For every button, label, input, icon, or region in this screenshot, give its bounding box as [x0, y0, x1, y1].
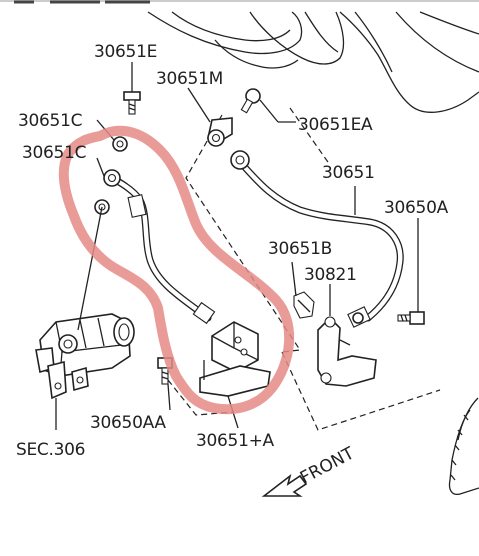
- front-label: FRONT: [297, 443, 358, 488]
- label-30651EA: 30651EA: [298, 115, 373, 135]
- label-sec306: SEC.306: [16, 440, 85, 460]
- label-30821: 30821: [304, 265, 357, 285]
- top-crop-artifacts: [0, 0, 479, 4]
- bracket-30651M: [207, 117, 250, 170]
- pipe-fittings: [127, 194, 371, 328]
- bracket-30821: [317, 316, 377, 387]
- front-arrow-icon: [261, 473, 308, 497]
- junction-block: [199, 321, 271, 397]
- transmission-housing: [147, 11, 479, 113]
- label-30651C-lower: 30651C: [22, 143, 86, 163]
- highlight-markup: [58, 125, 295, 415]
- label-30651B: 30651B: [268, 239, 332, 259]
- clip-30651C: [94, 136, 128, 215]
- bolt-30650A: [397, 311, 425, 325]
- label-30651A: 30651+A: [196, 431, 275, 451]
- label-30651: 30651: [322, 163, 375, 183]
- operating-cylinder: [35, 313, 135, 400]
- label-30651E: 30651E: [94, 42, 157, 62]
- clutch-pipe-30651: [236, 158, 404, 322]
- label-30651M: 30651M: [156, 69, 223, 89]
- lower-right-housing: [448, 397, 479, 496]
- clutch-pipe-30651A: [108, 174, 212, 322]
- label-30650AA: 30650AA: [90, 413, 166, 433]
- label-30650A: 30650A: [384, 198, 449, 218]
- clip-30651B: [293, 291, 315, 319]
- leader-lines: [55, 62, 419, 430]
- bolt-30651E: [123, 91, 141, 115]
- bolt-30651EA: [240, 88, 261, 114]
- label-30651C-upper: 30651C: [18, 111, 82, 131]
